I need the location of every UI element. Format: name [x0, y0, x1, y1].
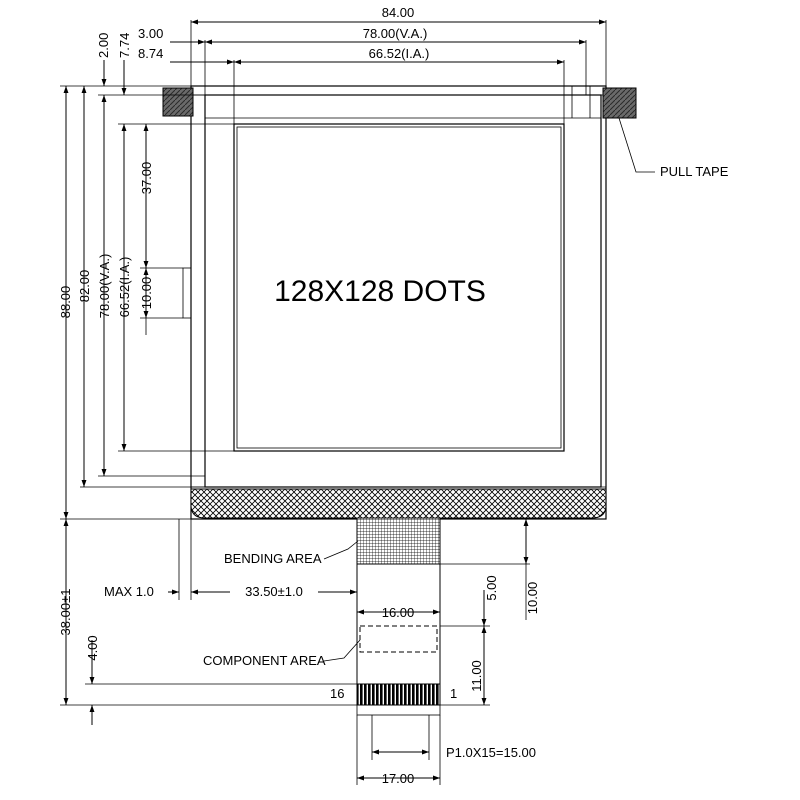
label-bending-area: BENDING AREA: [224, 551, 322, 566]
image-area-inner: [236, 126, 562, 449]
dim-fpc-16: 16.00: [382, 605, 415, 620]
dim-viewing-area-height: 78.00(V.A.): [97, 254, 112, 319]
module-outline: [190, 85, 607, 520]
bending-area-pattern: [356, 517, 441, 565]
dim-viewing-area-width: 78.00(V.A.): [363, 26, 428, 41]
dim-fpc-11: 11.00: [469, 660, 484, 692]
dim-fpc-4: 4.00: [85, 635, 100, 660]
dim-top-2: 2.00: [96, 33, 111, 58]
dim-top-774: 7.74: [117, 33, 132, 58]
tape-notch: [571, 86, 591, 118]
dim-left-offset-874: 8.74: [138, 46, 163, 61]
pull-tape-left: [162, 87, 194, 117]
label-pin-16: 16: [330, 686, 344, 701]
dim-tab-10: 10.00: [139, 277, 154, 310]
label-pin-1: 1: [450, 686, 457, 701]
dim-pitch: P1.0X15=15.00: [446, 745, 536, 760]
dim-image-area-width: 66.52(I.A.): [369, 46, 430, 61]
fpc-cable: [356, 517, 441, 716]
fpc-tail: [356, 704, 441, 716]
dim-fpc-length: 38.00±1: [58, 589, 73, 636]
fpc-lower-body: [356, 563, 441, 685]
dim-tab-37: 37.00: [139, 162, 154, 195]
resolution-title: 128X128 DOTS: [274, 275, 486, 308]
fpc-pins: [356, 683, 441, 706]
leader-lines: [323, 117, 655, 662]
component-area-box: [359, 625, 438, 653]
label-component-area: COMPONENT AREA: [203, 653, 326, 668]
dim-overall-width: 84.00: [382, 5, 415, 20]
dim-image-area-height: 66.52(I.A.): [117, 257, 132, 318]
dim-fpc-10: 10.00: [525, 582, 540, 615]
pull-tape-right: [602, 87, 637, 119]
dim-left-offset-3: 3.00: [138, 26, 163, 41]
dim-fpc-width-17: 17.00: [382, 771, 415, 786]
dim-max-thickness: MAX 1.0: [104, 584, 154, 599]
dim-fpc-offset: 33.50±1.0: [245, 584, 303, 599]
image-area: [233, 123, 565, 452]
dim-glass-height: 82.00: [77, 270, 92, 303]
label-pull-tape: PULL TAPE: [660, 164, 729, 179]
bottom-woven-band: [190, 488, 607, 519]
left-side-tab: [182, 267, 192, 319]
dim-overall-height: 88.00: [58, 286, 73, 319]
dimension-lines: [63, 19, 606, 781]
dim-fpc-5: 5.00: [484, 575, 499, 600]
